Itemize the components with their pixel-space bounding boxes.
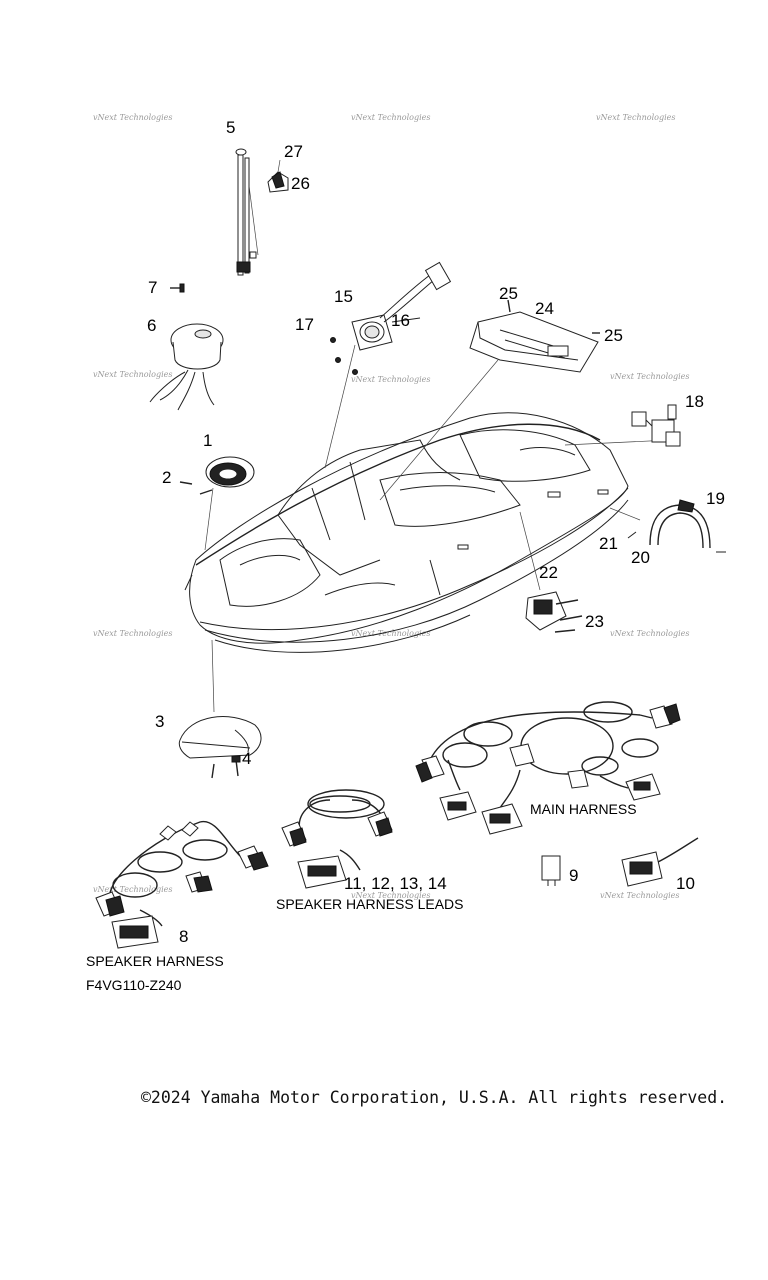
- callout-21: 21: [599, 534, 618, 553]
- watermarks: vNext Technologies vNext Technologies vN…: [93, 113, 689, 900]
- speaker-harness-leads-caption: SPEAKER HARNESS LEADS: [276, 896, 464, 912]
- diagram-code: F4VG110-Z240: [86, 977, 182, 993]
- callout-24: 24: [535, 299, 554, 318]
- speaker-harness: [95, 820, 269, 949]
- main-harness: [415, 701, 681, 835]
- callout-18: 18: [685, 392, 704, 411]
- main-harness-caption: MAIN HARNESS: [530, 801, 637, 817]
- callout-17: 17: [295, 315, 314, 334]
- callout-27: 27: [284, 142, 303, 161]
- antenna-pole: [235, 148, 257, 276]
- screw: [170, 283, 185, 293]
- watermark: vNext Technologies: [600, 891, 679, 900]
- callout-4: 4: [242, 749, 251, 768]
- control-unit: [469, 299, 600, 373]
- callout-10: 10: [676, 874, 695, 893]
- light-unit: [149, 323, 224, 411]
- watermark: vNext Technologies: [93, 885, 172, 894]
- handle-bar: [627, 499, 726, 553]
- callout-16: 16: [391, 311, 410, 330]
- bracket: [267, 159, 289, 193]
- watermark: vNext Technologies: [610, 629, 689, 638]
- speaker-harness-leads: [281, 789, 393, 889]
- callout-20: 20: [631, 548, 650, 567]
- callout-25a: 25: [499, 284, 518, 303]
- callout-9: 9: [569, 866, 578, 885]
- dome-light: [178, 716, 262, 779]
- speaker-harness-caption: SPEAKER HARNESS: [86, 953, 224, 969]
- sensor: [631, 404, 681, 447]
- boat-hull: [184, 412, 629, 653]
- callout-22: 22: [539, 563, 558, 582]
- captions: MAIN HARNESS SPEAKER HARNESS LEADS SPEAK…: [86, 801, 637, 993]
- callout-23: 23: [585, 612, 604, 631]
- watermark: vNext Technologies: [596, 113, 675, 122]
- watermark: vNext Technologies: [351, 629, 430, 638]
- callout-2: 2: [162, 468, 171, 487]
- watermark: vNext Technologies: [93, 370, 172, 379]
- callout-25b: 25: [604, 326, 623, 345]
- fuse: [541, 855, 561, 886]
- callout-5: 5: [226, 118, 235, 137]
- module: [525, 591, 583, 633]
- speaker-grille: [179, 456, 255, 495]
- callout-8: 8: [179, 927, 188, 946]
- watermark: vNext Technologies: [93, 113, 172, 122]
- callout-3: 3: [155, 712, 164, 731]
- callouts: 5 27 26 7 6 15 17 16 25 24 25 18 1 2 19 …: [147, 118, 725, 946]
- callout-15: 15: [334, 287, 353, 306]
- watermark: vNext Technologies: [351, 375, 430, 384]
- speaker-assembly: [330, 261, 452, 375]
- watermark: vNext Technologies: [610, 372, 689, 381]
- callout-26: 26: [291, 174, 310, 193]
- watermark: vNext Technologies: [351, 891, 430, 900]
- copyright-notice: ©2024 Yamaha Motor Corporation, U.S.A. A…: [141, 1088, 728, 1107]
- callout-11-14: 11, 12, 13, 14: [344, 874, 447, 893]
- callout-1: 1: [203, 431, 212, 450]
- connector: [621, 837, 699, 887]
- callout-19: 19: [706, 489, 725, 508]
- watermark: vNext Technologies: [351, 113, 430, 122]
- callout-7: 7: [148, 278, 157, 297]
- callout-6: 6: [147, 316, 156, 335]
- watermark: vNext Technologies: [93, 629, 172, 638]
